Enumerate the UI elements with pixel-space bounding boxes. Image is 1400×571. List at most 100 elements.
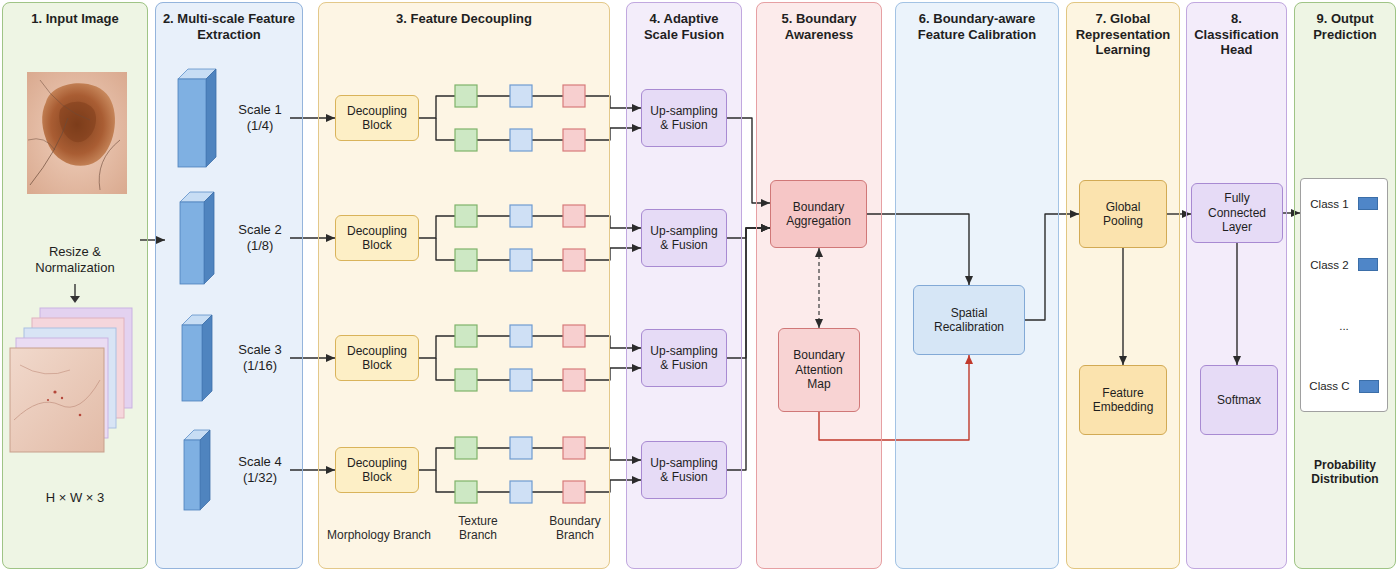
scale-label: Scale 4 (1/32)	[231, 454, 289, 487]
connector-line	[727, 228, 770, 470]
class-row: Class 1	[1310, 197, 1377, 210]
panel-note: Resize & Normalization	[10, 244, 140, 275]
text-holder: Probability Distribution	[1298, 458, 1392, 487]
process-box: Softmax	[1200, 365, 1278, 435]
box-label: Decoupling Block	[341, 344, 413, 373]
text-holder: Scale 3 (1/16)	[231, 303, 289, 413]
text-holder: Scale 4 (1/32)	[231, 415, 289, 525]
connector	[290, 358, 335, 359]
process-box: Global Pooling	[1079, 180, 1167, 248]
connector-line	[290, 117, 335, 118]
connector	[727, 228, 770, 238]
process-box: Up-sampling & Fusion	[641, 89, 727, 147]
text-holder: H × W × 3	[10, 490, 140, 506]
panel-title: 6. Boundary-aware Feature Calibration	[900, 11, 1054, 42]
connector	[867, 214, 969, 285]
process-box: Decoupling Block	[335, 335, 419, 381]
panel-title: 5. Boundary Awareness	[761, 11, 877, 42]
box-label: Up-sampling & Fusion	[647, 224, 721, 253]
panel-title: 4. Adaptive Scale Fusion	[631, 11, 737, 42]
connector	[1123, 248, 1124, 365]
panel-title: 7. Global Representation Learning	[1071, 11, 1175, 58]
scale-label: Scale 1 (1/4)	[231, 102, 289, 135]
connector	[819, 248, 820, 328]
box-label: Decoupling Block	[341, 104, 413, 133]
stage-panel: 8. Classification HeadFully Connected La…	[1186, 2, 1287, 569]
text-holder: Texture Branch	[448, 514, 508, 543]
process-box: Boundary Aggregation	[770, 180, 867, 248]
box-label: Boundary Attention Map	[784, 348, 854, 391]
connector-line	[140, 239, 165, 240]
class-swatch	[1359, 380, 1379, 393]
box-label: Up-sampling & Fusion	[647, 344, 721, 373]
box-label: Global Pooling	[1085, 200, 1161, 229]
process-box: Feature Embedding	[1079, 365, 1167, 435]
connector	[140, 240, 165, 241]
class-label: Class 2	[1310, 259, 1348, 271]
box-label: Feature Embedding	[1085, 386, 1161, 415]
connector-line	[1025, 214, 1079, 320]
panel-title: 9. Output Prediction	[1299, 11, 1391, 42]
process-box: Up-sampling & Fusion	[641, 329, 727, 387]
box-label: Up-sampling & Fusion	[647, 104, 721, 133]
process-box: Fully Connected Layer	[1191, 183, 1283, 243]
process-box: Spatial Recalibration	[913, 285, 1025, 355]
feature-map: Scale 2 (1/8)	[165, 183, 290, 293]
box-label: Decoupling Block	[341, 224, 413, 253]
scale-label: Scale 3 (1/16)	[231, 342, 289, 375]
connector	[1283, 213, 1300, 214]
connector	[1237, 243, 1238, 365]
connector-line	[1122, 248, 1123, 365]
box-label: Spatial Recalibration	[919, 306, 1019, 335]
connector-line	[1167, 213, 1191, 214]
panel-note: Probability Distribution	[1298, 458, 1392, 487]
panel-title: 1. Input Image	[7, 11, 143, 27]
panel-note: H × W × 3	[10, 490, 140, 506]
feature-map: Scale 1 (1/4)	[165, 63, 290, 173]
process-box: Boundary Attention Map	[778, 328, 860, 412]
feature-map: Scale 3 (1/16)	[165, 303, 290, 413]
connector	[727, 118, 770, 203]
stage-panel: 6. Boundary-aware Feature CalibrationSpa…	[895, 2, 1059, 569]
stage-panel: 2. Multi-scale Feature ExtractionScale 1…	[155, 2, 303, 569]
image-stack	[10, 308, 132, 452]
connector	[290, 470, 335, 471]
process-box: Up-sampling & Fusion	[641, 209, 727, 267]
class-row: Class C	[1309, 380, 1378, 393]
box-label: Softmax	[1217, 393, 1261, 407]
connector-line	[290, 237, 335, 238]
text-holder: Scale 2 (1/8)	[231, 183, 289, 293]
feature-map: Scale 4 (1/32)	[165, 415, 290, 525]
text-holder: Morphology Branch	[323, 528, 435, 542]
connector-line	[727, 228, 770, 358]
connector-line	[727, 118, 770, 203]
connector-line	[290, 469, 335, 470]
stage-panel: 3. Feature DecouplingDecoupling BlockDec…	[318, 2, 610, 569]
connector-line	[727, 228, 770, 238]
connector	[1025, 214, 1079, 320]
connector-line	[290, 357, 335, 358]
connector-line	[867, 214, 969, 285]
connector	[727, 228, 770, 358]
class-swatch	[1358, 258, 1378, 271]
panel-title: 2. Multi-scale Feature Extraction	[160, 11, 298, 42]
branch-label: Morphology Branch	[323, 528, 435, 542]
connector	[727, 228, 770, 470]
class-row: Class 2	[1310, 258, 1377, 271]
box-label: Up-sampling & Fusion	[647, 456, 721, 485]
box-label: Boundary Aggregation	[776, 200, 861, 229]
branch-label: Boundary Branch	[545, 514, 605, 543]
stage-panel: 9. Output PredictionProbability Distribu…	[1294, 2, 1396, 569]
connector-line	[1283, 212, 1300, 213]
class-row: ...	[1339, 320, 1349, 332]
scale-label: Scale 2 (1/8)	[231, 222, 289, 255]
class-label: Class C	[1309, 380, 1349, 392]
stage-panel: 4. Adaptive Scale FusionUp-sampling & Fu…	[626, 2, 742, 569]
class-label: Class 1	[1310, 198, 1348, 210]
panel-title: 3. Feature Decoupling	[323, 11, 605, 27]
class-swatch	[1358, 197, 1378, 210]
connector	[290, 238, 335, 239]
box-label: Decoupling Block	[341, 456, 413, 485]
stage-panel: 7. Global Representation LearningGlobal …	[1066, 2, 1180, 569]
stage-panel: 5. Boundary AwarenessBoundary Aggregatio…	[756, 2, 882, 569]
